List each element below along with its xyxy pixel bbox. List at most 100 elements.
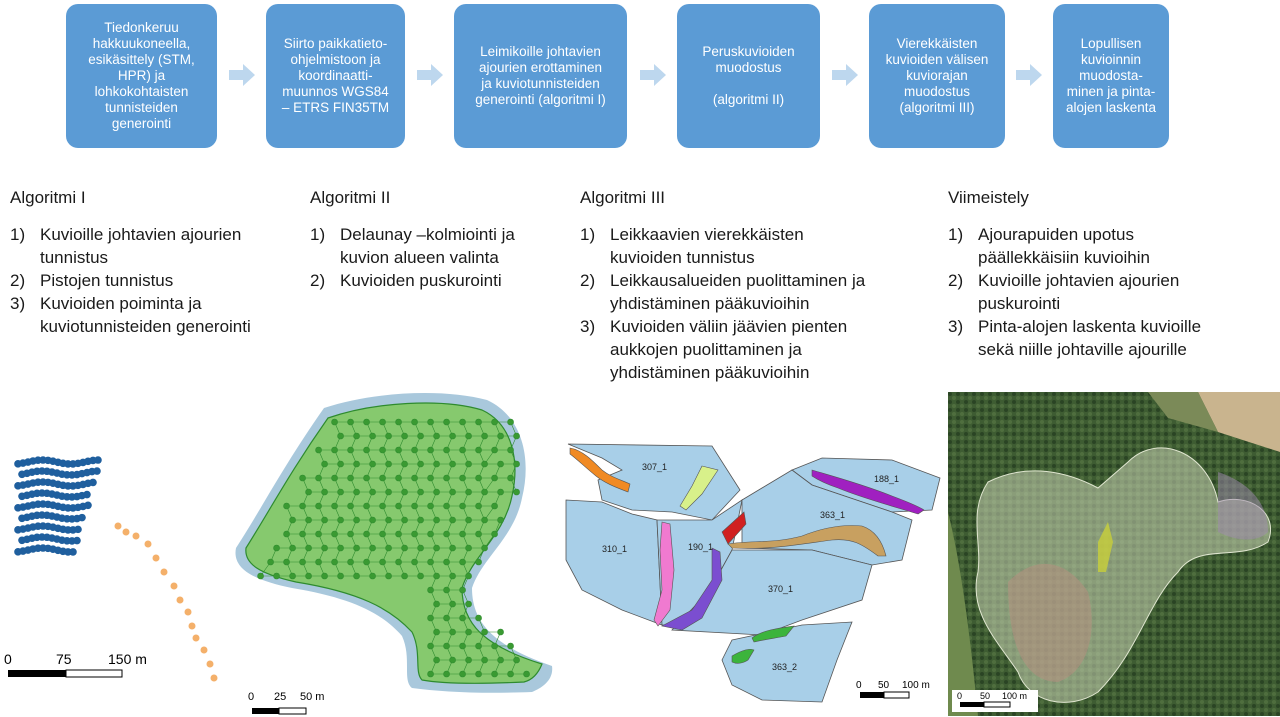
arrow-right-icon xyxy=(417,64,443,86)
mesh-node xyxy=(353,516,360,524)
mesh-node xyxy=(395,530,402,538)
mesh-node xyxy=(481,656,488,664)
mesh-node xyxy=(481,628,488,636)
mesh-node xyxy=(491,642,498,650)
mesh-node xyxy=(379,558,386,566)
section-viimeistely: Viimeistely 1)Ajourapuiden upotus päälle… xyxy=(948,186,1248,361)
mesh-node xyxy=(513,656,520,664)
trail-points-map: 0 75 150 m xyxy=(4,456,218,682)
mesh-node xyxy=(491,502,498,510)
stand-label: 370_1 xyxy=(768,584,793,594)
mesh-node xyxy=(427,586,434,594)
mesh-node xyxy=(379,502,386,510)
mesh-node xyxy=(481,488,488,496)
scale-label-2: 150 m xyxy=(108,651,147,667)
mesh-node xyxy=(385,544,392,552)
flow-step-5: Vierekkäisten kuvioiden välisen kuvioraj… xyxy=(869,4,1005,148)
list-item: 2)Kuvioille johtavien ajourien puskuroin… xyxy=(948,271,1180,313)
mesh-node xyxy=(491,474,498,482)
stand-307-1 xyxy=(567,443,741,521)
mesh-node xyxy=(353,460,360,468)
mesh-node xyxy=(347,418,354,426)
scale-label-0: 0 xyxy=(4,651,12,667)
mesh-node xyxy=(369,516,376,524)
mesh-node xyxy=(321,544,328,552)
mesh-node xyxy=(385,572,392,580)
mesh-node xyxy=(475,530,482,538)
stand-label: 363_2 xyxy=(772,662,797,672)
mesh-node xyxy=(347,558,354,566)
mesh-node xyxy=(465,432,472,440)
mesh-node xyxy=(443,670,450,678)
mesh-node xyxy=(459,670,466,678)
access-trail-point xyxy=(188,622,196,630)
mesh-node xyxy=(507,642,514,650)
access-trail-point xyxy=(192,634,200,642)
mesh-node xyxy=(443,558,450,566)
mesh-node xyxy=(411,530,418,538)
mesh-node xyxy=(449,572,456,580)
mesh-node xyxy=(475,558,482,566)
mesh-node xyxy=(459,530,466,538)
list-item: 1)Delaunay –kolmiointi ja kuvion alueen … xyxy=(310,225,515,267)
mesh-node xyxy=(321,460,328,468)
mesh-node xyxy=(273,544,280,552)
mesh-node xyxy=(379,474,386,482)
mesh-node xyxy=(507,418,514,426)
mesh-node xyxy=(507,670,514,678)
cut-area-red xyxy=(721,511,747,545)
list-item: 1)Ajourapuiden upotus päällekkäisiin kuv… xyxy=(948,225,1150,267)
mesh-node xyxy=(369,460,376,468)
stand-label: 310_1 xyxy=(602,544,627,554)
trail-point xyxy=(73,536,81,545)
mesh-node xyxy=(369,432,376,440)
section-title: Viimeistely xyxy=(948,188,1029,207)
mesh-node xyxy=(289,544,296,552)
mesh-node xyxy=(433,516,440,524)
cut-area-green-2 xyxy=(731,648,755,664)
mesh-node xyxy=(401,544,408,552)
mesh-node xyxy=(337,460,344,468)
mesh-node xyxy=(443,418,450,426)
mesh-node xyxy=(347,502,354,510)
mesh-node xyxy=(331,530,338,538)
mesh-node xyxy=(289,516,296,524)
section-algoritmi-3: Algoritmi III 1)Leikkaavien vierekkäiste… xyxy=(580,186,920,384)
mesh-node xyxy=(321,572,328,580)
mesh-node xyxy=(353,544,360,552)
stand-label: 363_1 xyxy=(820,510,845,520)
mesh-node xyxy=(449,488,456,496)
mesh-node xyxy=(481,432,488,440)
mesh-node xyxy=(449,460,456,468)
mesh-node xyxy=(465,544,472,552)
mesh-node xyxy=(459,586,466,594)
mesh-node xyxy=(459,502,466,510)
mesh-node xyxy=(443,446,450,454)
mesh-node xyxy=(299,530,306,538)
scale-bar: 0 75 150 m xyxy=(4,651,147,678)
mesh-node xyxy=(331,418,338,426)
mesh-node xyxy=(315,530,322,538)
list-item: 2)Leikkausalueiden puolittaminen ja yhdi… xyxy=(580,271,866,313)
access-trail-point xyxy=(152,554,160,562)
scale-label-2: 100 m xyxy=(1002,691,1027,701)
mesh-node xyxy=(299,502,306,510)
mesh-node xyxy=(337,516,344,524)
scale-label-1: 50 xyxy=(980,691,990,701)
mesh-node xyxy=(459,474,466,482)
mesh-node xyxy=(401,432,408,440)
mesh-node xyxy=(427,446,434,454)
mesh-node xyxy=(353,488,360,496)
mesh-node xyxy=(283,502,290,510)
mesh-node xyxy=(449,656,456,664)
mesh-node xyxy=(433,572,440,580)
scale-label-1: 25 xyxy=(274,691,286,703)
trail-point xyxy=(93,467,101,475)
scale-label-0: 0 xyxy=(957,691,962,701)
mesh-node xyxy=(411,474,418,482)
mesh-node xyxy=(315,474,322,482)
mesh-node xyxy=(385,488,392,496)
flow-step-1: Tiedonkeruu hakkuukoneella, esikäsittely… xyxy=(66,4,217,148)
